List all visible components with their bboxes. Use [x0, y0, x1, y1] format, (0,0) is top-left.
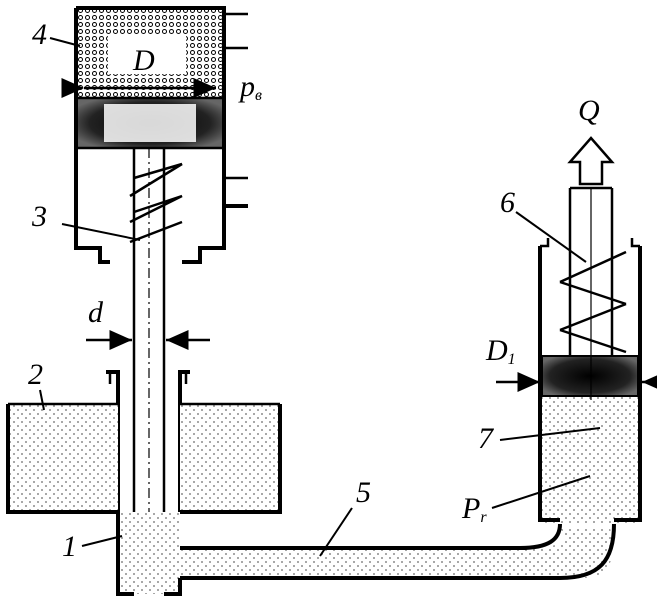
- large-piston: [78, 96, 222, 150]
- chamber-1: [116, 512, 182, 596]
- pipe-5: [180, 516, 616, 580]
- label-flow-Q: Q: [578, 94, 600, 127]
- right-cylinder: [538, 186, 642, 524]
- pressure-Pr-main: P: [461, 492, 480, 525]
- label-dim-D1: D1: [485, 334, 516, 368]
- label-part-1: 1: [62, 530, 77, 563]
- label-pressure-pv: pв: [238, 70, 262, 104]
- label-part-2: 2: [28, 358, 43, 391]
- label-dim-D: D: [132, 44, 155, 77]
- leader-lines: [39, 37, 601, 557]
- reservoir-2: [6, 402, 282, 514]
- flow-arrow-Q: [567, 136, 615, 186]
- dim-D1-main: D: [485, 334, 508, 367]
- dim-D1-sub: 1: [508, 351, 516, 368]
- label-part-6: 6: [500, 186, 515, 219]
- pressure-Pr-sub: r: [480, 509, 487, 526]
- label-part-5: 5: [356, 476, 371, 509]
- label-dim-d: d: [88, 296, 104, 329]
- spring-3: [129, 162, 183, 244]
- label-part-3: 3: [31, 200, 47, 233]
- label-part-4: 4: [32, 18, 47, 51]
- label-part-7: 7: [478, 422, 495, 455]
- spring-6: [559, 250, 627, 354]
- spring-chamber: [74, 150, 248, 264]
- pressure-pv-sub: в: [255, 87, 262, 104]
- pressure-pv-main: p: [238, 70, 255, 103]
- label-pressure-Pr: Pr: [461, 492, 487, 526]
